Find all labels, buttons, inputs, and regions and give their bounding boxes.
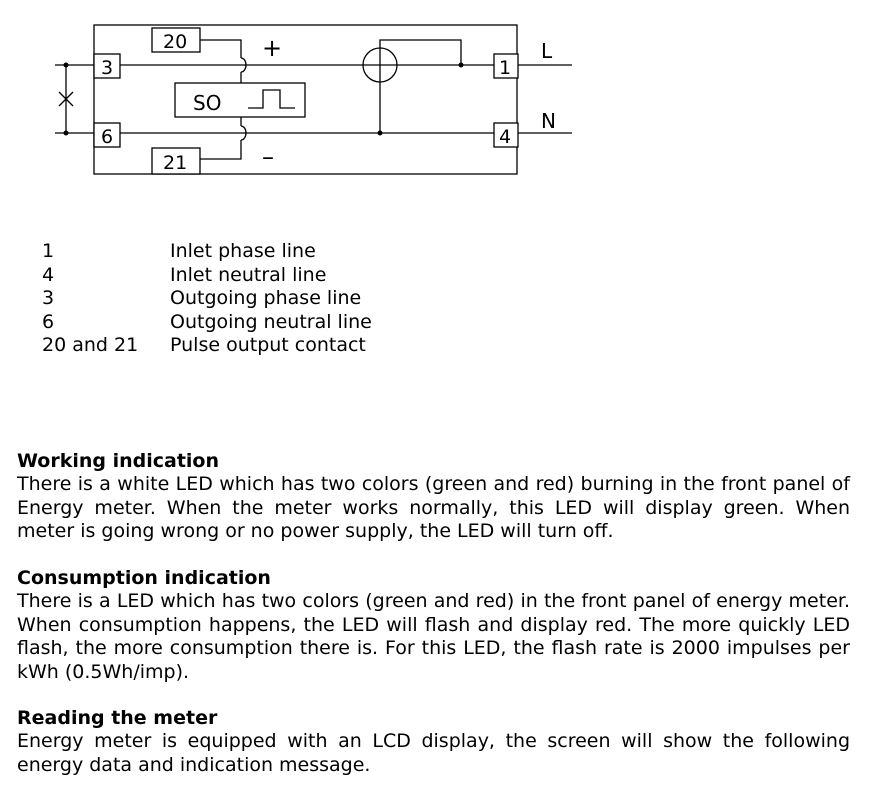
section-heading: Reading the meter [17,707,218,729]
meter-housing [93,24,518,175]
legend-row: 3 Outgoing phase line [42,287,372,311]
terminal-21 [151,147,201,175]
pulse-minus-crossover [240,125,247,141]
current-coil-wire [379,39,462,65]
wiring-diagram: SO 3 6 1 4 20 21 + – L N [55,24,572,175]
section-heading: Working indication [17,450,220,472]
legend-description: Inlet phase line [170,240,316,262]
terminal-4 [493,122,519,148]
pulse-minus-wire [200,140,242,160]
reading-meter-section: Reading the meter Energy meter is equipp… [17,707,850,777]
legend-row: 1 Inlet phase line [42,240,372,264]
legend-description: Outgoing phase line [170,287,362,309]
minus-sign: – [262,143,274,171]
legend-term: 20 and 21 [42,334,139,356]
section-heading: Consumption indication [17,567,271,589]
terminal-6-label: 6 [101,126,113,148]
legend-description: Inlet neutral line [170,263,327,286]
terminal-20-label: 20 [163,31,187,53]
terminal-21-label: 21 [163,152,187,174]
section-body: There is a white LED which has two color… [17,473,850,543]
working-indication-section: Working indication There is a white LED … [17,450,850,544]
junction-dot [458,62,464,68]
load-cross-icon [58,91,74,107]
terminal-1 [493,53,519,79]
consumption-indication-section: Consumption indication There is a LED wh… [17,567,850,684]
legend-row: 6 Outgoing neutral line [42,311,372,335]
legend-term: 1 [42,240,55,262]
terminal-4-label: 4 [499,126,511,148]
pulse-plus-crossover [240,57,247,73]
terminal-legend: 1 Inlet phase line 4 Inlet neutral line … [42,240,372,358]
legend-term: 4 [42,263,55,286]
pulse-waveform-icon [248,89,295,109]
phase-label: L [541,39,553,63]
legend-term: 3 [42,287,55,309]
legend-row: 20 and 21 Pulse output contact [42,334,372,358]
legend-description: Pulse output contact [170,334,366,356]
legend-description: Outgoing neutral line [170,310,372,333]
section-body: There is a LED which has two colors (gre… [17,590,850,683]
legend-row: 4 Inlet neutral line [42,264,372,288]
terminal-1-label: 1 [499,57,511,79]
terminal-3-label: 3 [101,57,113,79]
pulse-output-label: SO [193,91,221,115]
plus-sign: + [262,34,282,62]
pulse-plus-wire [200,39,242,58]
legend-term: 6 [42,310,55,333]
neutral-label: N [541,109,556,133]
terminal-6 [93,122,121,148]
terminal-3 [93,53,121,79]
terminal-20 [151,27,201,53]
section-body: Energy meter is equipped with an LCD dis… [17,730,850,776]
measuring-element-icon [362,47,398,83]
junction-dot [377,130,383,136]
pulse-output-block [174,82,306,118]
